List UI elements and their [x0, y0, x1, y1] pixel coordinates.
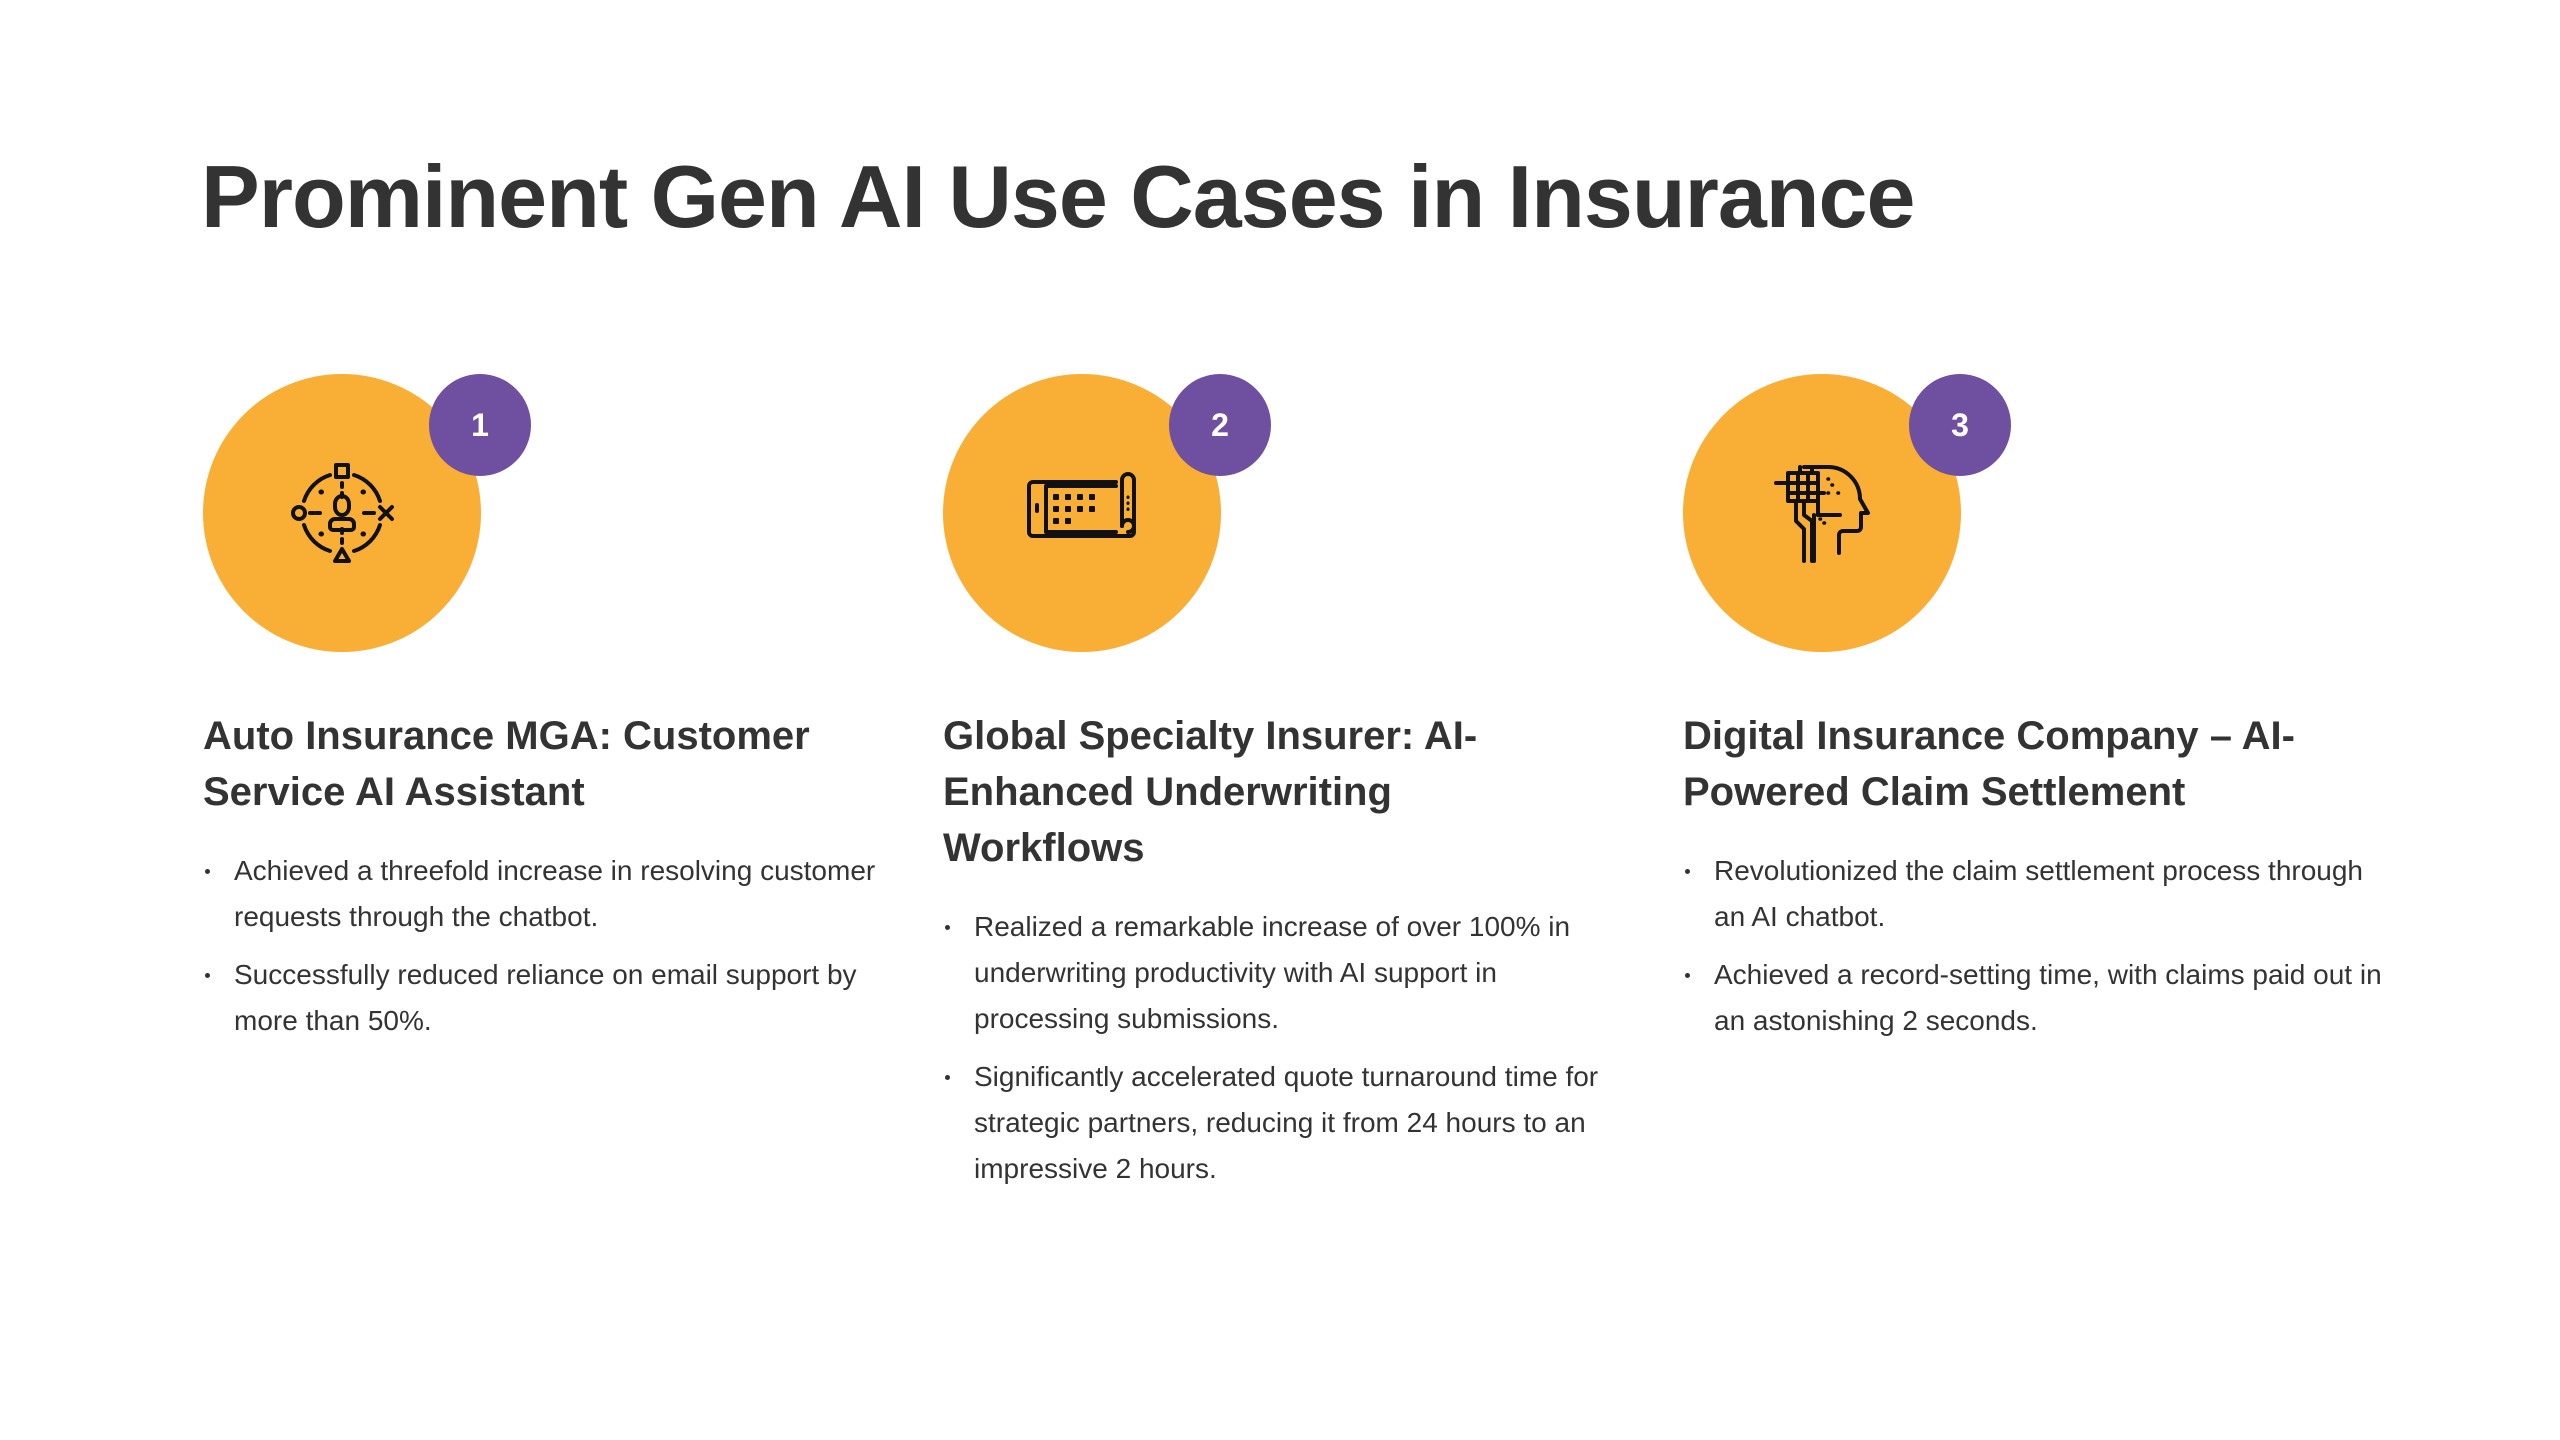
use-case-card-3: 3 Digital Insurance Company – AI-Powered…	[1683, 374, 2382, 1056]
bullet-item: Achieved a record-setting time, with cla…	[1683, 952, 2404, 1044]
page-title: Prominent Gen AI Use Cases in Insurance	[201, 147, 1915, 246]
bullet-item: Successfully reduced reliance on email s…	[203, 952, 893, 1044]
icon-group: 2	[943, 374, 1283, 654]
use-case-heading: Global Specialty Insurer: AI-Enhanced Un…	[943, 714, 1478, 870]
tablet-scroll-icon	[1027, 472, 1136, 538]
use-case-card-1: 1 Auto Insurance MGA: Customer Service A…	[203, 374, 893, 1056]
use-case-card-2: 2 Global Specialty Insurer: AI-Enhanced …	[943, 374, 1633, 1204]
use-case-heading: Digital Insurance Company – AI-Powered C…	[1683, 714, 2295, 814]
icon-group: 1	[203, 374, 543, 654]
bullet-list: Achieved a threefold increase in resolvi…	[203, 848, 893, 1044]
step-number-badge: 3	[1909, 374, 2011, 476]
bullet-list: Revolutionized the claim settlement proc…	[1683, 848, 2382, 1044]
bullet-item: Achieved a threefold increase in resolvi…	[203, 848, 893, 940]
bullet-item: Revolutionized the claim settlement proc…	[1683, 848, 2394, 940]
customer-target-icon	[291, 463, 394, 563]
use-case-heading: Auto Insurance MGA: Customer Service AI …	[203, 714, 810, 814]
bullet-item: Significantly accelerated quote turnarou…	[943, 1054, 1634, 1192]
icon-group: 3	[1683, 374, 2023, 654]
bullet-list: Realized a remarkable increase of over 1…	[943, 904, 1633, 1192]
ai-head-icon	[1774, 465, 1870, 563]
step-number-badge: 1	[429, 374, 531, 476]
step-number-badge: 2	[1169, 374, 1271, 476]
bullet-item: Realized a remarkable increase of over 1…	[943, 904, 1604, 1042]
